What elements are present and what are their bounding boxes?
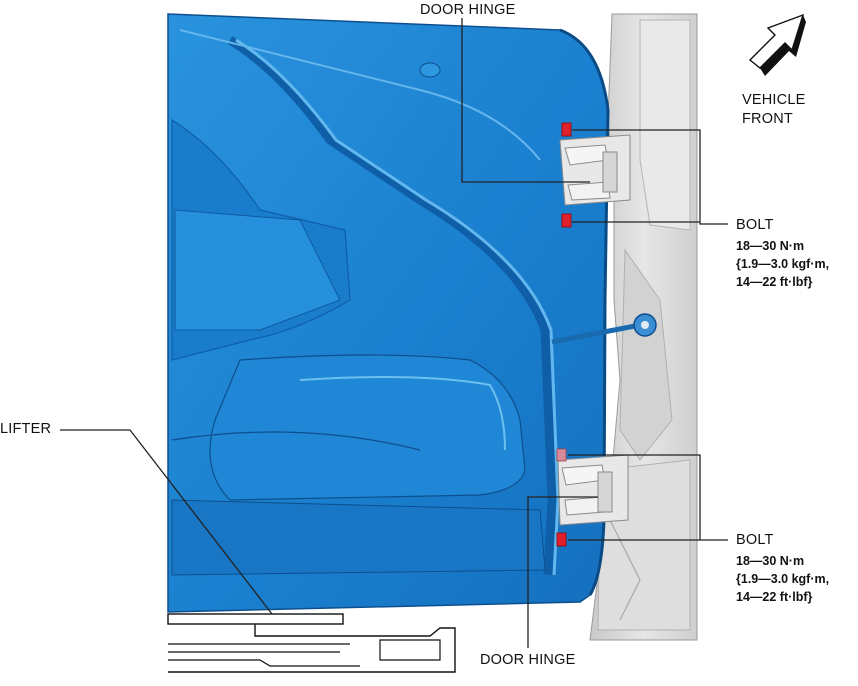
lifter-label: LIFTER	[0, 421, 52, 437]
leader-bolt-bottom	[568, 454, 728, 541]
door-check-link	[551, 313, 657, 345]
bolt-bottom-label: BOLT	[736, 532, 774, 548]
vehicle-front-line-1: VEHICLE	[742, 92, 806, 108]
vehicle-front-line-2: FRONT	[742, 111, 793, 127]
bolt-top-spec-line-3: 14—22 ft·lbf}	[736, 275, 813, 289]
lifter	[167, 613, 456, 673]
bolt-upper-2	[561, 213, 572, 228]
leader-lifter	[60, 429, 273, 615]
upper-door-hinge	[559, 134, 631, 206]
bolt-lower-1	[556, 448, 567, 462]
bolt-top-spec-line-2: {1.9—3.0 kgf·m,	[736, 257, 830, 271]
bolt-lower-2	[556, 532, 567, 547]
bolt-bottom-spec-line-2: {1.9—3.0 kgf·m,	[736, 572, 830, 586]
direction-arrow-icon	[748, 13, 806, 76]
vehicle-front-label: VEHICLE FRONT	[742, 91, 805, 129]
leader-lines	[60, 18, 728, 648]
bolt-bottom-spec-line-1: 18—30 N·m	[736, 554, 805, 568]
lower-door-hinge	[557, 454, 629, 526]
bolt-bottom-spec-line-3: 14—22 ft·lbf}	[736, 590, 813, 604]
bolt-bottom-torque-spec: 18—30 N·m {1.9—3.0 kgf·m, 14—22 ft·lbf}	[736, 552, 829, 606]
door-hinge-top-label: DOOR HINGE	[420, 2, 516, 18]
bolt-top-torque-spec: 18—30 N·m {1.9—3.0 kgf·m, 14—22 ft·lbf}	[736, 237, 829, 291]
bolt-upper-1	[561, 122, 572, 137]
leader-bolt-top	[572, 129, 728, 225]
leader-door-hinge-bottom	[527, 496, 598, 648]
door-hinge-bottom-label: DOOR HINGE	[480, 652, 576, 668]
bolts	[556, 122, 572, 547]
bolt-top-label: BOLT	[736, 217, 774, 233]
bolt-top-spec-line-1: 18—30 N·m	[736, 239, 805, 253]
door-panel	[167, 13, 610, 613]
leader-door-hinge-top	[461, 18, 590, 183]
